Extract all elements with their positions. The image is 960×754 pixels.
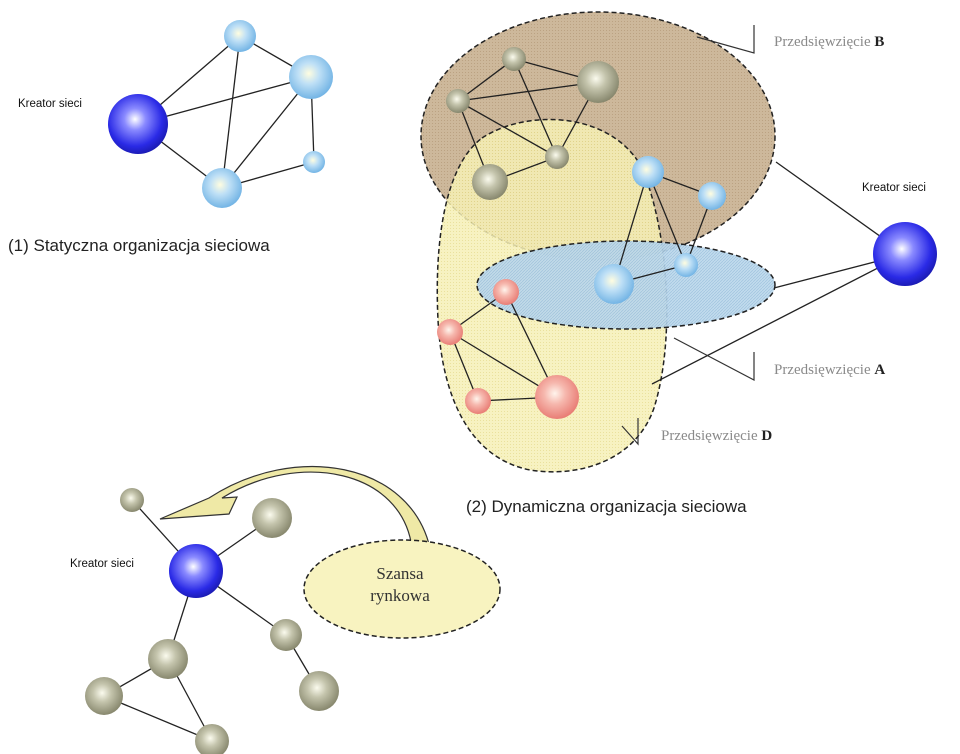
dynamic-network: Kreator sieci Przedsięwzięcie B Przedsię… — [420, 11, 937, 516]
partner-node — [299, 671, 339, 711]
project-a-leader — [673, 337, 755, 381]
partner-node — [252, 498, 292, 538]
partner-node — [270, 619, 302, 651]
partner-node — [632, 156, 664, 188]
partner-node — [446, 89, 470, 113]
network-creator-node — [108, 94, 168, 154]
dynamic-organization-caption: (2) Dynamiczna organizacja sieciowa — [466, 497, 747, 516]
project-a-label: Przedsięwzięcie A — [774, 362, 885, 378]
partner-node — [148, 639, 188, 679]
partner-node — [535, 375, 579, 419]
curved-arrow-icon — [159, 465, 431, 549]
partner-node — [493, 279, 519, 305]
opportunity-line-1: Szansa — [376, 564, 424, 583]
market-opportunity-network: Kreator sieci Szansa rynkowa — [70, 465, 501, 754]
partner-node — [437, 319, 463, 345]
project-b-leader — [696, 25, 755, 54]
network-creator-label: Kreator sieci — [862, 182, 926, 194]
partner-node — [698, 182, 726, 210]
partner-node — [465, 388, 491, 414]
partner-node — [195, 724, 229, 754]
partner-node — [472, 164, 508, 200]
network-creator-label: Kreator sieci — [70, 558, 134, 570]
partner-node — [202, 168, 242, 208]
partner-node — [224, 20, 256, 52]
partner-node — [502, 47, 526, 71]
partner-node — [120, 488, 144, 512]
network-creator-label: Kreator sieci — [18, 98, 82, 110]
project-b-label: Przedsięwzięcie B — [774, 34, 884, 50]
partner-node — [85, 677, 123, 715]
partner-node — [577, 61, 619, 103]
static-network: Kreator sieci (1) Statyczna organizacja … — [8, 20, 333, 255]
partner-node — [594, 264, 634, 304]
network-creator-node — [873, 222, 937, 286]
partner-node — [545, 145, 569, 169]
network-creator-node — [169, 544, 223, 598]
partner-node — [674, 253, 698, 277]
static-organization-caption: (1) Statyczna organizacja sieciowa — [8, 236, 270, 255]
opportunity-line-2: rynkowa — [370, 586, 430, 605]
market-opportunity-bubble — [303, 539, 501, 639]
partner-node — [289, 55, 333, 99]
project-d-label: Przedsięwzięcie D — [661, 428, 772, 444]
project-d-leader — [621, 418, 639, 446]
partner-node — [303, 151, 325, 173]
